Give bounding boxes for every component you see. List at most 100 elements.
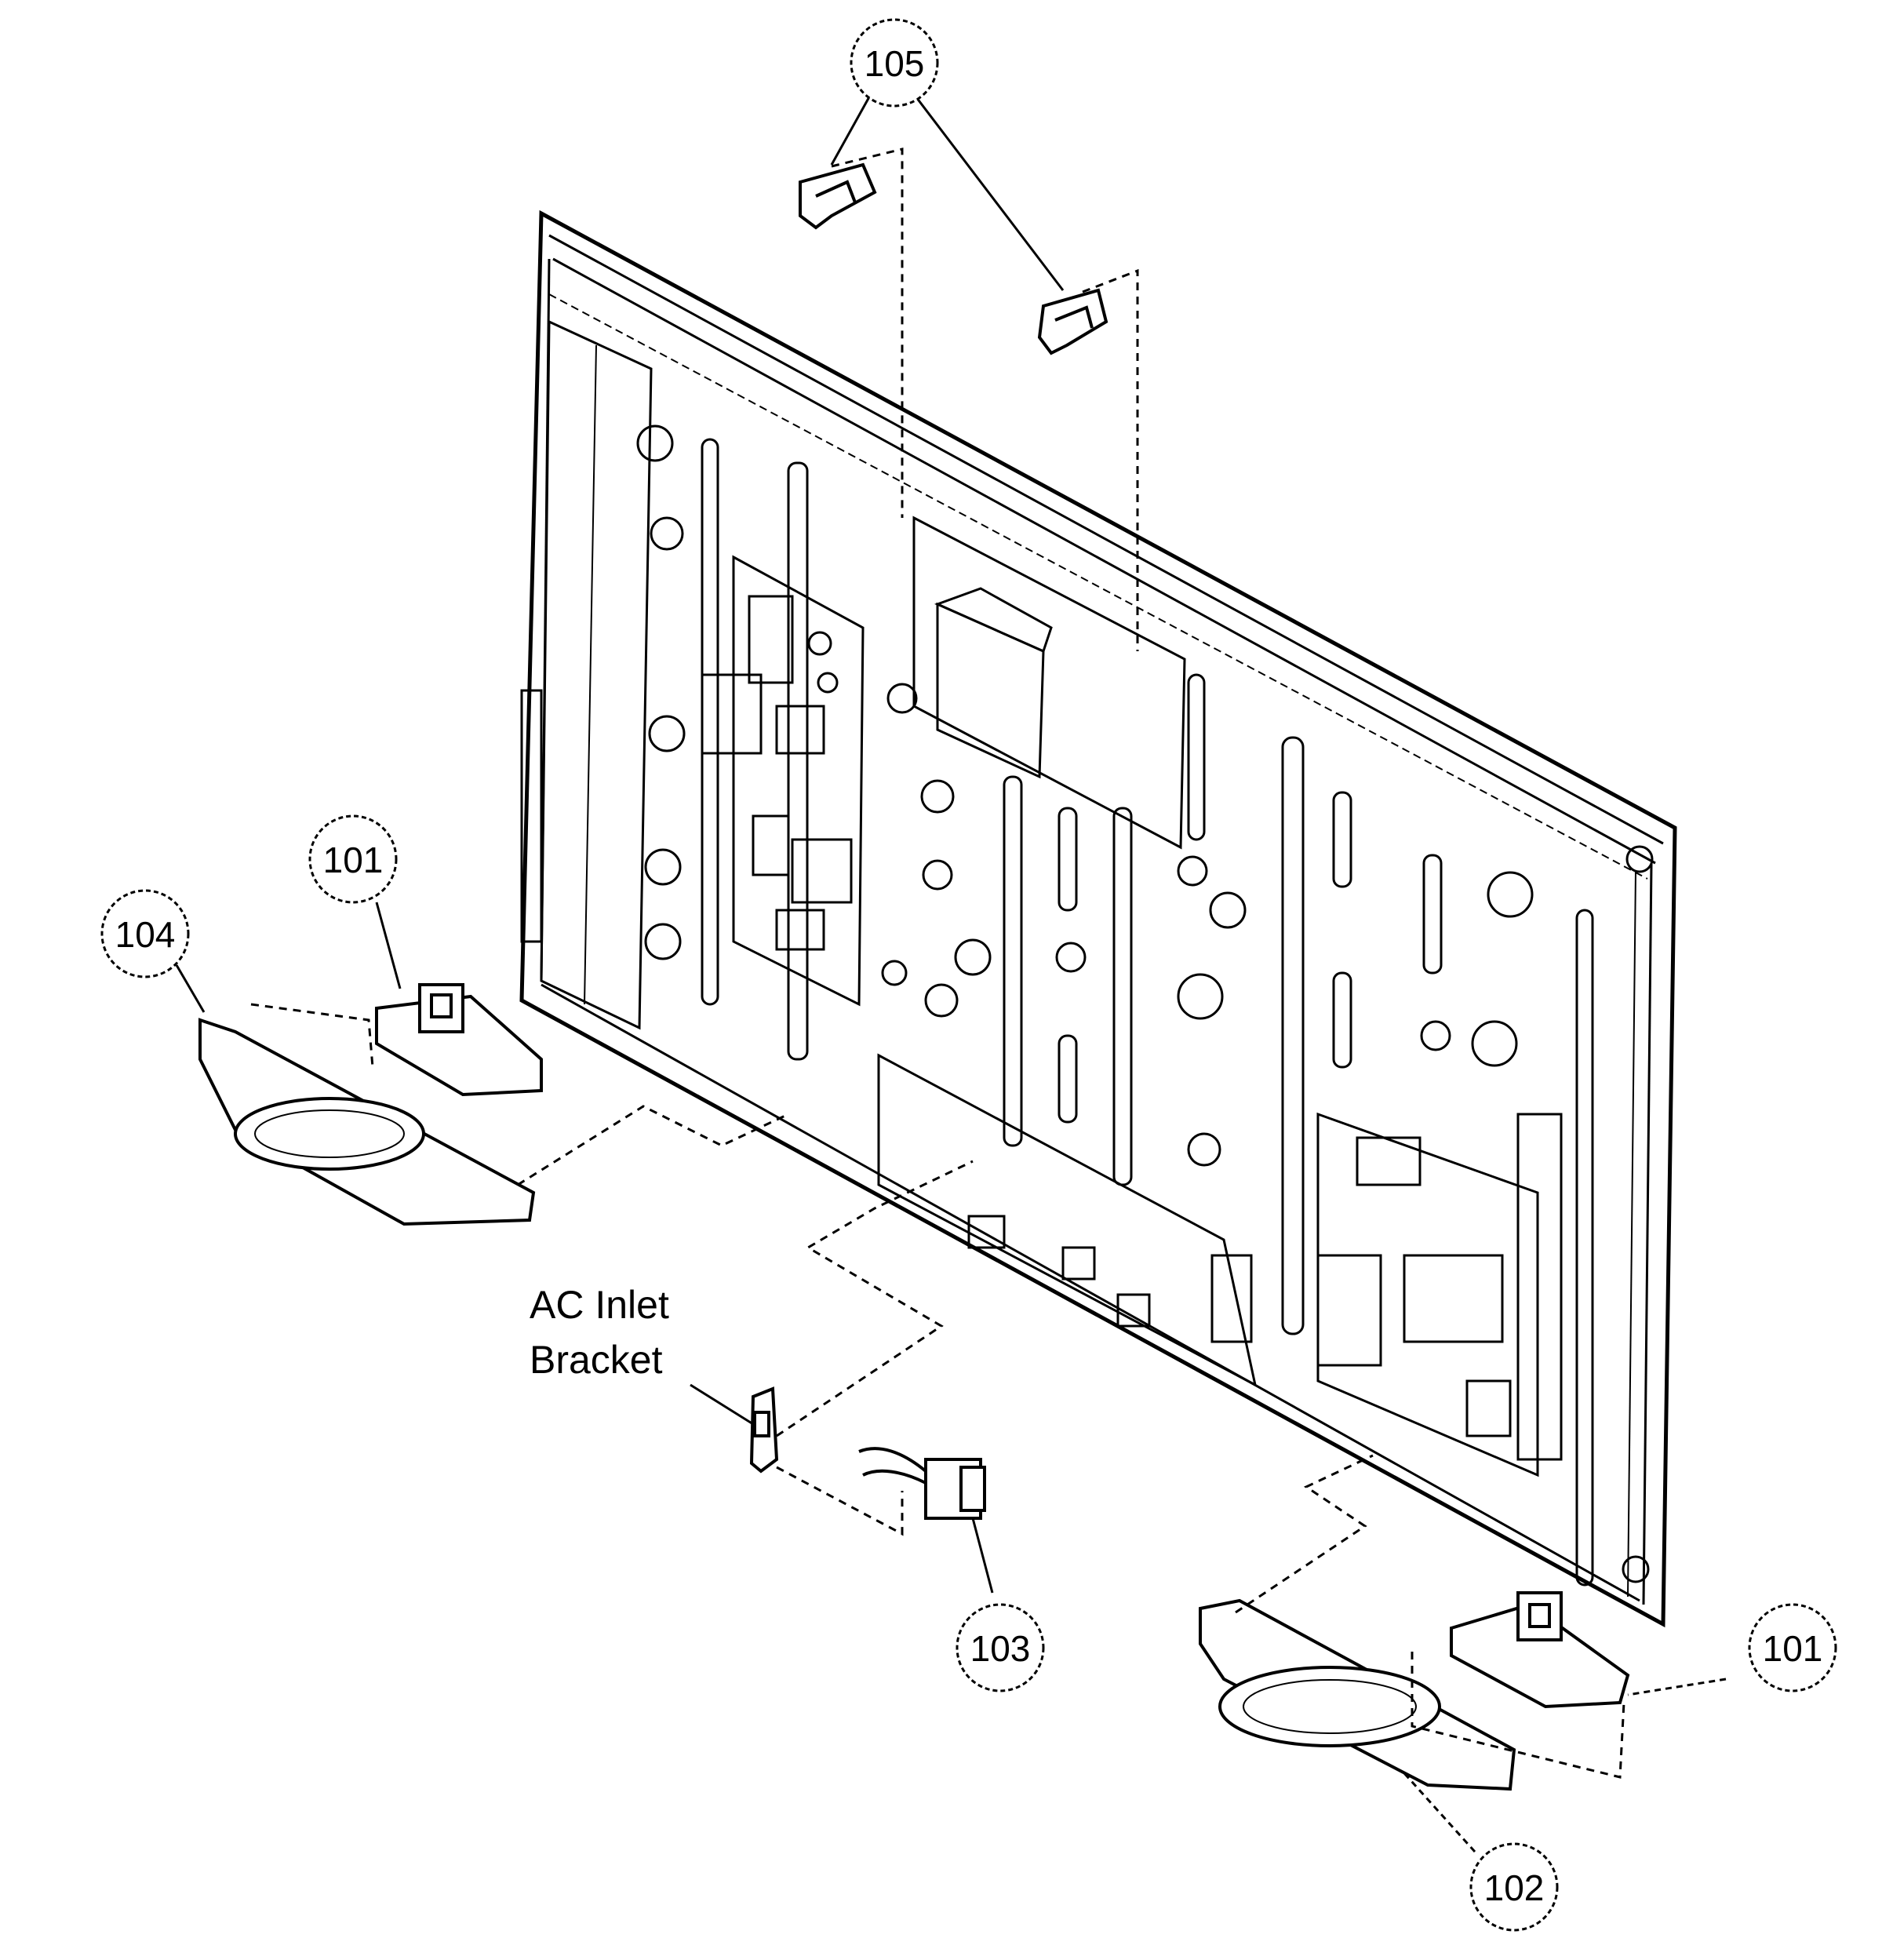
- leader-102: [1403, 1772, 1476, 1853]
- pcb-component: [1516, 1113, 1563, 1461]
- callout-circle: [956, 1603, 1045, 1692]
- hole: [1209, 891, 1247, 929]
- center-panel: [912, 516, 1186, 850]
- hole: [954, 938, 992, 976]
- callout-circle: [850, 18, 939, 107]
- assembly-line-101-right: [1411, 1652, 1625, 1779]
- bracket-tab: [967, 1215, 1006, 1249]
- corner-hole: [1622, 1555, 1650, 1583]
- hole: [881, 960, 908, 986]
- hole: [1471, 1020, 1518, 1067]
- part-101-right-speaker-bracket: [1450, 1591, 1630, 1709]
- pcb-component: [775, 909, 825, 951]
- slot-right-1: [1281, 736, 1305, 1335]
- speaker-bracket-left-box-inner: [430, 993, 453, 1018]
- clip-left-detail: [815, 180, 857, 203]
- callout-circle: [308, 814, 398, 904]
- pcb-component: [1356, 1136, 1422, 1186]
- slot-right-5: [1575, 909, 1594, 1587]
- part-105-clips: [799, 162, 1108, 355]
- callout-101-right: 101: [1748, 1603, 1837, 1692]
- callout-circle: [1748, 1603, 1837, 1692]
- side-tab-left: [520, 689, 543, 943]
- bracket-tab: [1116, 1293, 1151, 1328]
- assembly-line-104-panel: [517, 1105, 789, 1186]
- slot-center-5: [1187, 673, 1206, 841]
- panel-right-rim: [1642, 862, 1653, 1605]
- hole: [1177, 855, 1208, 887]
- callout-101-left: 101: [308, 814, 398, 904]
- hole: [1487, 871, 1534, 918]
- ac-inlet-bracket: [749, 1386, 779, 1474]
- callout-102: 102: [1469, 1842, 1559, 1932]
- slot-right-4: [1422, 854, 1443, 975]
- slot-center-1: [1003, 775, 1023, 1147]
- assembly-lines: [250, 148, 1625, 1779]
- tv-chassis: [519, 209, 1677, 1628]
- leader-lines: [175, 93, 1727, 1853]
- callout-label: 101: [1763, 1628, 1823, 1669]
- pcb-board-left: [732, 555, 865, 1007]
- callout-label: 105: [865, 43, 925, 84]
- hole: [1177, 973, 1224, 1020]
- assembly-line-ac-inlet: [776, 1466, 904, 1536]
- assembly-line-105-left: [831, 148, 904, 518]
- pcb-component: [748, 595, 794, 684]
- leader-105-right: [912, 93, 1065, 291]
- callout-105: 105: [850, 18, 939, 107]
- center-module-top: [934, 587, 1053, 654]
- leader-101-right: [1627, 1678, 1727, 1696]
- part-103-ac-inlet: [858, 1447, 986, 1520]
- callout-circle: [100, 889, 190, 978]
- slot-center-4: [1057, 1034, 1078, 1124]
- panel-bottom-rim: [541, 983, 1640, 1602]
- hole: [924, 983, 959, 1018]
- callout-label: 102: [1484, 1867, 1545, 1908]
- slot-right-2: [1332, 791, 1352, 888]
- leader-103: [971, 1517, 994, 1594]
- slot-right-3: [1332, 971, 1352, 1069]
- pcb-component: [775, 705, 825, 755]
- slot-left-2: [787, 461, 809, 1061]
- panel-top-rim: [548, 234, 1664, 845]
- callout-103: 103: [956, 1603, 1045, 1692]
- hole: [644, 848, 682, 886]
- pcb-component: [1403, 1254, 1504, 1343]
- slot-center-3: [1057, 807, 1078, 912]
- part-104-left-speaker: [198, 1018, 536, 1226]
- speaker-bracket-left-body: [375, 994, 543, 1097]
- callout-label: 104: [115, 914, 176, 955]
- hole: [1055, 942, 1087, 973]
- clip-left: [799, 162, 877, 230]
- hole: [644, 923, 682, 960]
- hole: [886, 683, 918, 714]
- panel-top-rim-3: [548, 293, 1648, 880]
- hole: [922, 859, 953, 891]
- ac-inlet-bracket-hole: [753, 1411, 770, 1437]
- pcb-component: [752, 814, 790, 876]
- leader-104: [175, 964, 206, 1013]
- callout-label: 101: [323, 840, 384, 880]
- bracket-tab: [1061, 1246, 1096, 1281]
- panel-outline: [519, 209, 1677, 1628]
- ac-inlet-label-line1: AC Inlet: [530, 1283, 669, 1327]
- assembly-line-105-right: [1082, 268, 1139, 651]
- clip-right-detail: [1054, 305, 1094, 329]
- leader-101-left: [375, 902, 402, 989]
- ac-inlet-wire: [858, 1447, 927, 1473]
- left-frame-section: [540, 319, 653, 1030]
- bottom-bracket: [877, 1053, 1258, 1387]
- pcb-component: [1465, 1379, 1512, 1437]
- hole: [636, 424, 674, 462]
- assembly-line-101-left: [250, 1003, 374, 1068]
- hole: [1420, 1020, 1451, 1051]
- part-102-right-speaker: [1199, 1598, 1516, 1791]
- callout-label: 103: [970, 1628, 1031, 1669]
- pcb-component: [701, 673, 763, 755]
- ac-inlet-bracket-label: AC Inlet Bracket: [530, 1283, 669, 1382]
- pcb-component: [791, 838, 853, 904]
- hole: [920, 779, 955, 814]
- pcb-component: [1316, 1254, 1382, 1367]
- pcb-component: [807, 631, 832, 656]
- ac-inlet-wire-2: [862, 1469, 926, 1485]
